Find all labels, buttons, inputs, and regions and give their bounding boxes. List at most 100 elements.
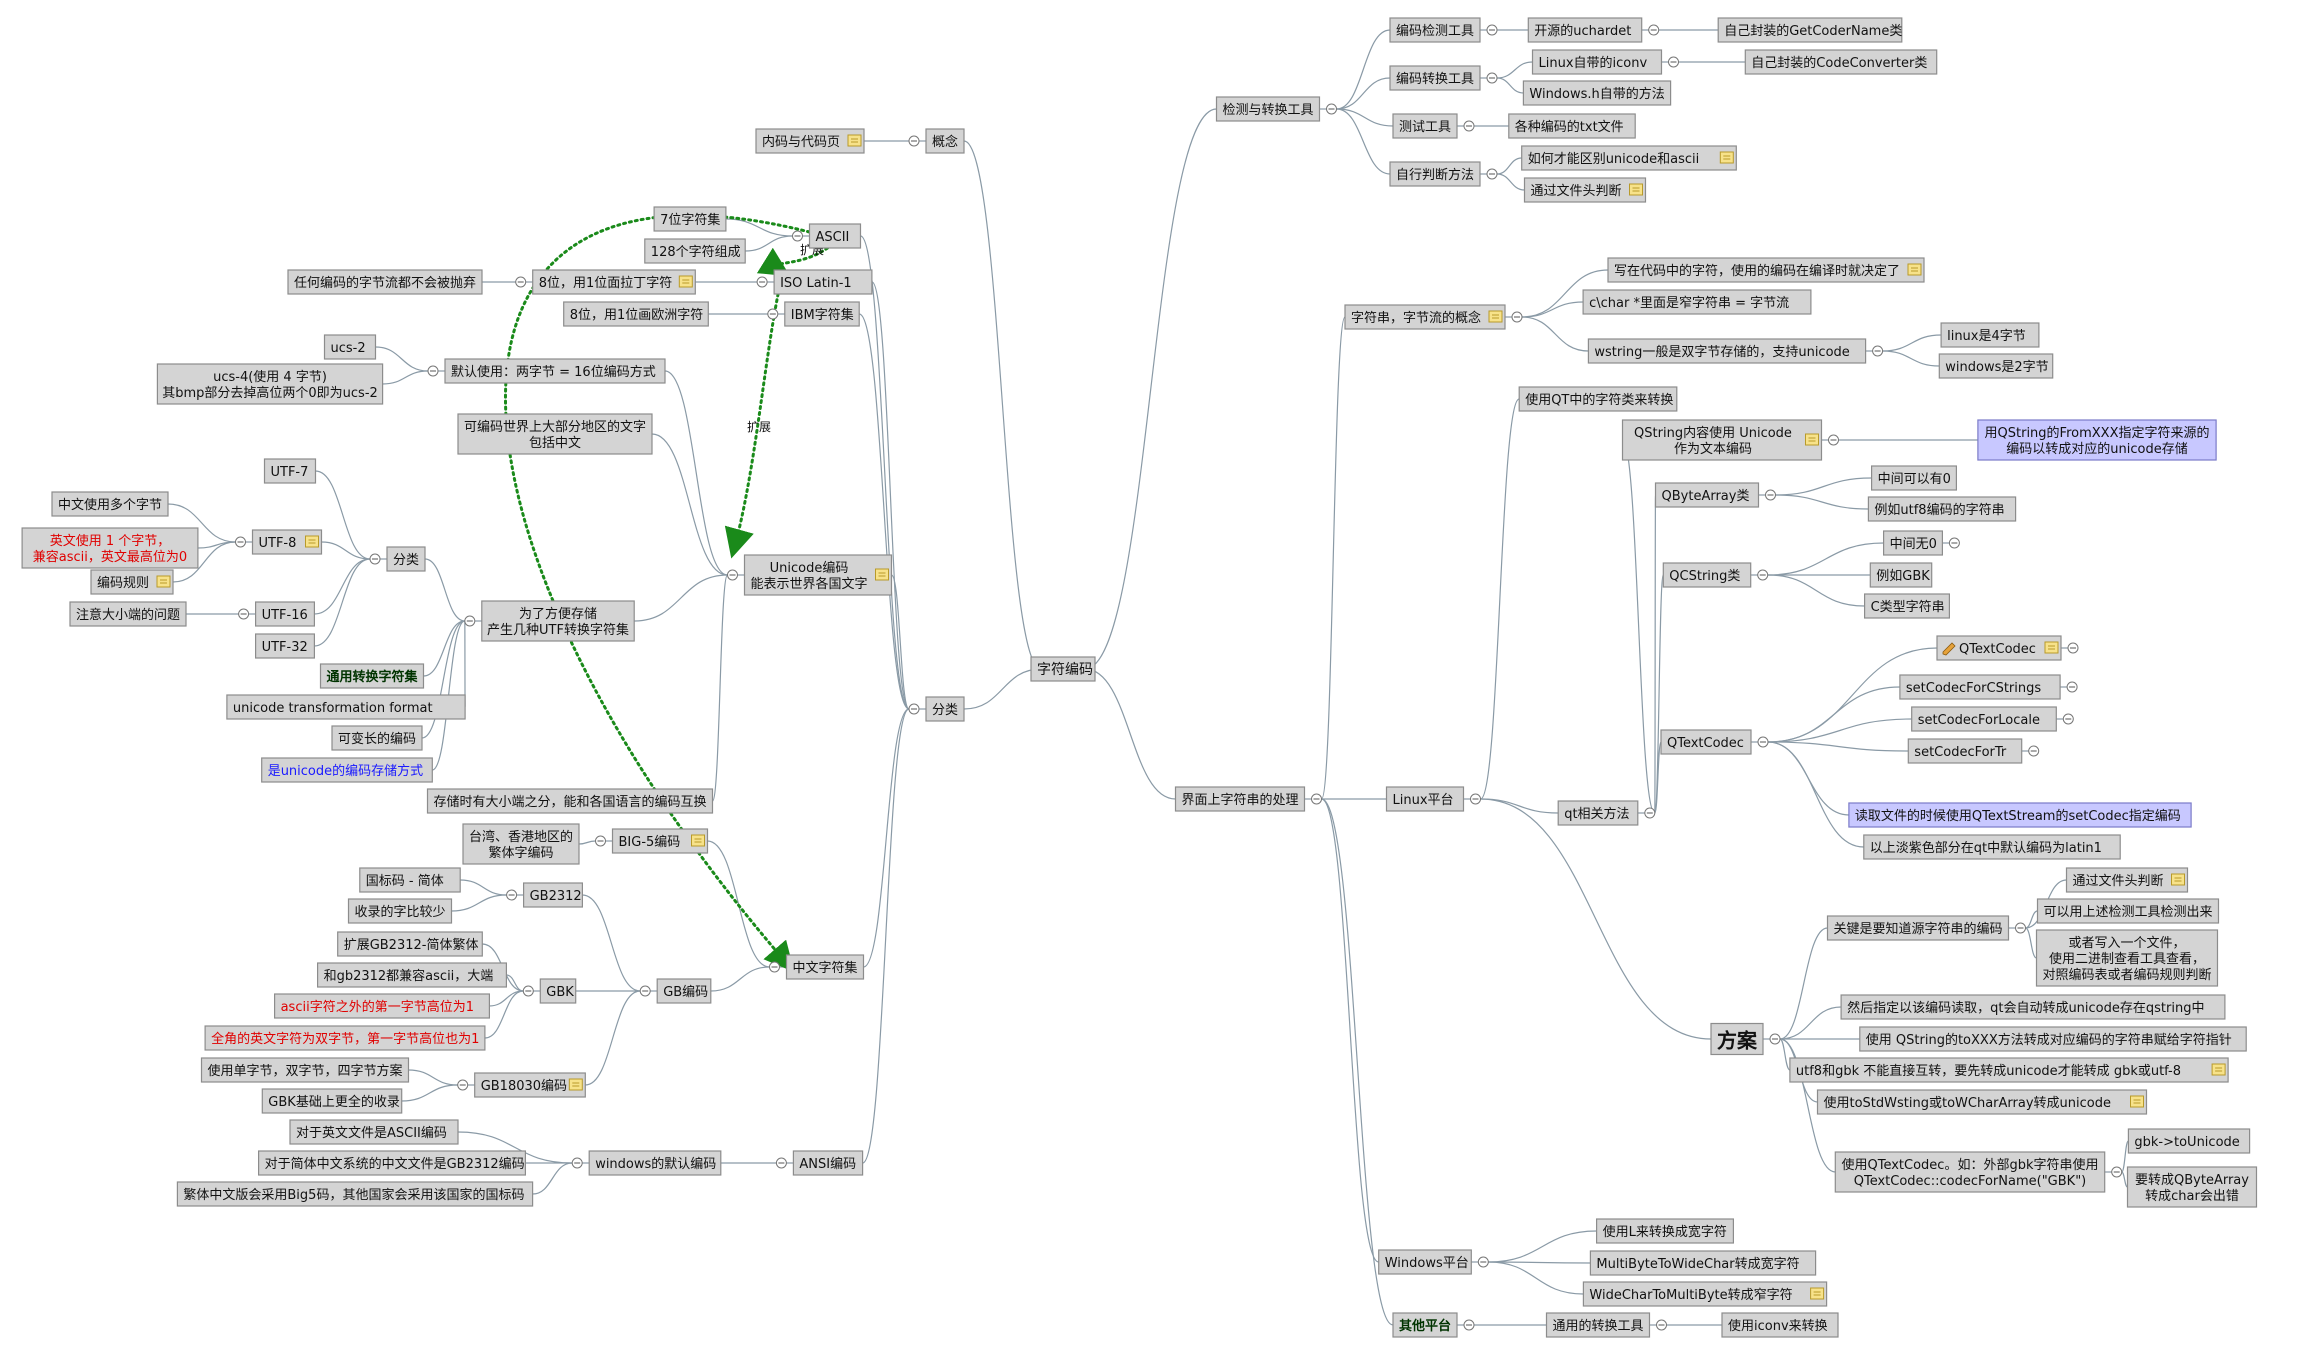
topic-node[interactable]: ASCII xyxy=(808,223,862,249)
topic-node[interactable]: 界面上字符串的处理 xyxy=(1174,786,1306,812)
topic-node[interactable]: 存储时有大小端之分，能和各国语言的编码互换 xyxy=(426,788,714,814)
topic-node[interactable]: windows的默认编码 xyxy=(588,1150,722,1176)
topic-node[interactable]: QTextCodec xyxy=(1660,729,1752,755)
topic-node[interactable]: 中文字符集 xyxy=(785,954,865,980)
topic-node[interactable]: 注意大小端的问题 xyxy=(69,601,187,627)
collapse-toggle-icon[interactable] xyxy=(1668,56,1679,68)
topic-node[interactable]: 使用单字节，双字节，四字节方案 xyxy=(200,1057,410,1083)
collapse-toggle-icon[interactable] xyxy=(1828,434,1839,446)
topic-node[interactable]: setCodecForCStrings xyxy=(1899,674,2061,700)
collapse-toggle-icon[interactable] xyxy=(908,135,920,147)
collapse-toggle-icon[interactable] xyxy=(457,1079,469,1091)
collapse-toggle-icon[interactable] xyxy=(464,615,476,627)
topic-node[interactable]: Linux自带的iconv xyxy=(1531,49,1663,75)
topic-node[interactable]: 自己封装的CodeConverter类 xyxy=(1744,49,1938,75)
collapse-toggle-icon[interactable] xyxy=(1470,793,1481,805)
topic-node[interactable]: 例如GBK xyxy=(1869,562,1933,588)
collapse-toggle-icon[interactable] xyxy=(1948,537,1960,549)
topic-node[interactable]: 编码检测工具 xyxy=(1389,17,1481,43)
topic-node[interactable]: 然后指定以该编码读取，qt会自动转成unicode存在qstring中 xyxy=(1840,994,2226,1020)
topic-node[interactable]: 全角的英文字符为双字节，第一字节高位也为1 xyxy=(204,1025,486,1051)
topic-node[interactable]: 或者写入一个文件，使用二进制查看工具查看，对照编码表或者编码规则判断 xyxy=(2035,929,2219,987)
topic-node[interactable]: qt相关方法 xyxy=(1557,800,1639,826)
topic-node[interactable]: 使用toStdWsting或toWCharArray转成unicode xyxy=(1816,1089,2148,1115)
topic-node[interactable]: 检测与转换工具 xyxy=(1215,96,1321,122)
collapse-toggle-icon[interactable] xyxy=(756,276,768,288)
topic-node[interactable]: 字符串，字节流的概念 xyxy=(1344,304,1506,330)
topic-node[interactable]: 方案 xyxy=(1710,1022,1764,1056)
collapse-toggle-icon[interactable] xyxy=(1872,345,1884,357)
topic-node[interactable]: 使用L来转换成宽字符 xyxy=(1595,1218,1734,1244)
topic-node[interactable]: 概念 xyxy=(925,128,965,154)
topic-node[interactable]: 中间无0 xyxy=(1882,530,1943,556)
topic-node[interactable]: 例如utf8编码的字符串 xyxy=(1867,496,2017,522)
collapse-toggle-icon[interactable] xyxy=(571,1157,583,1169)
topic-node[interactable]: 如何才能区别unicode和ascii xyxy=(1521,145,1737,171)
topic-node[interactable]: ucs-2 xyxy=(323,334,377,360)
collapse-toggle-icon[interactable] xyxy=(1511,311,1523,323)
topic-node[interactable]: 8位，用1位画欧洲字符 xyxy=(563,301,709,327)
topic-node[interactable]: 可以用上述检测工具检测出来 xyxy=(2036,898,2220,924)
topic-node[interactable]: 8位，用1位面拉丁字符 xyxy=(532,269,696,295)
collapse-toggle-icon[interactable] xyxy=(908,703,920,715)
topic-node[interactable]: MultiByteToWideChar转成宽字符 xyxy=(1589,1250,1817,1276)
topic-node[interactable]: 分类 xyxy=(386,546,426,572)
topic-node[interactable]: 写在代码中的字符，使用的编码在编译时就决定了 xyxy=(1607,257,1925,283)
collapse-toggle-icon[interactable] xyxy=(1311,793,1322,805)
topic-node[interactable]: UTF-16 xyxy=(255,601,316,627)
topic-node[interactable]: WideCharToMultiByte转成窄字符 xyxy=(1582,1281,1828,1307)
topic-node[interactable]: 英文使用 1 个字节，兼容ascii，英文最高位为0 xyxy=(21,527,199,569)
topic-node[interactable]: 繁体中文版会采用Big5码，其他国家会采用该国家的国标码 xyxy=(176,1181,534,1207)
topic-node[interactable]: 和gb2312都兼容ascii，大端 xyxy=(317,962,508,988)
topic-node[interactable]: gbk->toUnicode xyxy=(2127,1128,2251,1154)
topic-node[interactable]: GBK xyxy=(539,978,577,1004)
collapse-toggle-icon[interactable] xyxy=(427,365,439,377)
topic-node[interactable]: linux是4字节 xyxy=(1940,322,2040,348)
topic-node[interactable]: QTextCodec xyxy=(1936,635,2062,661)
collapse-toggle-icon[interactable] xyxy=(1463,120,1475,132)
collapse-toggle-icon[interactable] xyxy=(2028,745,2040,757)
collapse-toggle-icon[interactable] xyxy=(1765,489,1776,501)
topic-node[interactable]: 收录的字比较少 xyxy=(347,898,453,924)
topic-node[interactable]: 通过文件头判断 xyxy=(2065,867,2189,893)
topic-node[interactable]: 各种编码的txt文件 xyxy=(1508,113,1636,139)
topic-node[interactable]: 可变长的编码 xyxy=(331,725,423,751)
topic-node[interactable]: 国标码 - 简体 xyxy=(359,867,461,893)
topic-node[interactable]: UTF-7 xyxy=(263,458,317,484)
topic-node[interactable]: 编码规则 xyxy=(90,569,174,595)
topic-node[interactable]: 开源的uchardet xyxy=(1527,17,1643,43)
topic-node[interactable]: ANSI编码 xyxy=(792,1150,864,1176)
collapse-toggle-icon[interactable] xyxy=(2067,642,2079,654)
topic-node[interactable]: QByteArray类 xyxy=(1654,482,1760,508)
collapse-toggle-icon[interactable] xyxy=(369,553,381,565)
topic-node[interactable]: UTF-32 xyxy=(255,633,316,659)
topic-node[interactable]: 编码转换工具 xyxy=(1389,65,1481,91)
collapse-toggle-icon[interactable] xyxy=(506,889,518,901)
topic-node[interactable]: UTF-8 xyxy=(251,529,323,555)
topic-node[interactable]: 分类 xyxy=(925,696,965,722)
collapse-toggle-icon[interactable] xyxy=(1463,1319,1475,1331)
topic-node[interactable]: IBM字符集 xyxy=(784,301,860,327)
collapse-toggle-icon[interactable] xyxy=(1769,1033,1781,1045)
collapse-toggle-icon[interactable] xyxy=(1757,569,1769,581)
collapse-toggle-icon[interactable] xyxy=(238,608,250,620)
collapse-toggle-icon[interactable] xyxy=(727,569,738,581)
collapse-toggle-icon[interactable] xyxy=(235,536,246,548)
topic-node[interactable]: 任何编码的字节流都不会被抛弃 xyxy=(287,269,483,295)
collapse-toggle-icon[interactable] xyxy=(2015,922,2026,934)
topic-node[interactable]: GB2312 xyxy=(522,882,583,908)
topic-node[interactable]: 扩展GB2312-简体繁体 xyxy=(337,931,483,957)
collapse-toggle-icon[interactable] xyxy=(515,276,527,288)
topic-node[interactable]: 使用iconv来转换 xyxy=(1721,1312,1839,1338)
topic-node[interactable]: 使用QT中的字符类来转换 xyxy=(1518,386,1678,412)
topic-node[interactable]: BIG-5编码 xyxy=(611,828,709,854)
topic-node[interactable]: 其他平台 xyxy=(1392,1312,1458,1338)
topic-node[interactable]: c\char *里面是窄字符串 = 字节流 xyxy=(1582,289,1812,315)
collapse-toggle-icon[interactable] xyxy=(792,230,803,242)
